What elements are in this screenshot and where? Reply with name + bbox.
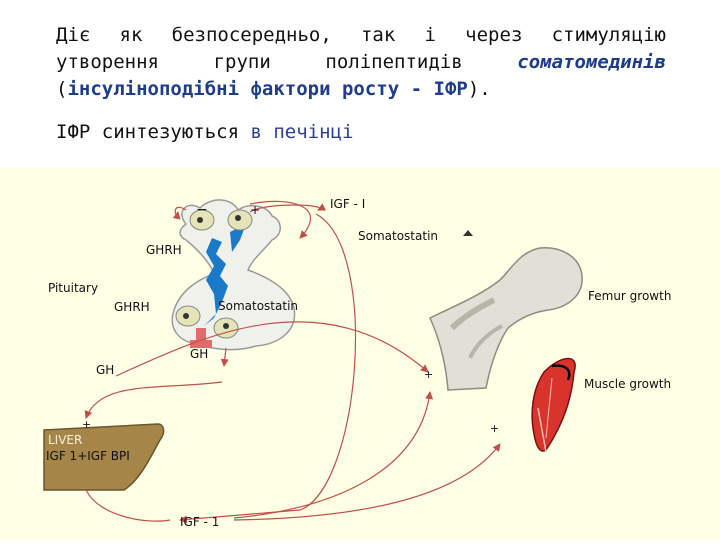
label-igf1-bottom: IGF - 1 bbox=[180, 515, 219, 529]
arrow-gh-to-femur bbox=[115, 321, 429, 377]
sign-plus-femur: + bbox=[424, 368, 433, 381]
sign-minus-top: − bbox=[196, 202, 208, 218]
paragraph-1-line-3: (інсуліноподібні фактори росту - ІФР). bbox=[56, 76, 666, 103]
gh-igf-diagram: IGF - I Somatostatin GHRH Pituitary GHRH… bbox=[0, 168, 720, 540]
arrow-somatostatin-feedback bbox=[249, 200, 312, 239]
label-muscle-growth: Muscle growth bbox=[584, 377, 671, 391]
text-span: ІФР синтезуються bbox=[56, 121, 251, 143]
text-span: ( bbox=[56, 78, 68, 100]
pathway-arrows bbox=[84, 200, 501, 524]
hypothalamus-pituitary-illustration bbox=[171, 199, 296, 351]
label-ghrh-mid: GHRH bbox=[114, 300, 150, 314]
label-liver-igf: IGF 1+IGF BPI bbox=[46, 449, 130, 463]
femur-illustration bbox=[429, 247, 583, 391]
label-ghrh-top: GHRH bbox=[146, 243, 182, 257]
sign-plus-liver: + bbox=[82, 418, 91, 431]
label-gh-pituitary: GH bbox=[190, 347, 208, 361]
sign-plus-top: + bbox=[250, 203, 260, 217]
label-igf1-top: IGF - I bbox=[330, 197, 365, 211]
text-block: Діє як безпосередньо, так і через стимул… bbox=[56, 22, 666, 146]
arrow-igf1-loop bbox=[179, 213, 356, 524]
arrow-igf1-to-femur bbox=[233, 391, 434, 519]
label-somatostatin-top: Somatostatin bbox=[358, 229, 438, 243]
arrow-ghrh-feedback bbox=[172, 206, 187, 220]
liver-illustration bbox=[43, 423, 165, 491]
paragraph-1-line-1: Діє як безпосередньо, так і через стимул… bbox=[56, 24, 666, 46]
paragraph-2: ІФР синтезуються в печінці bbox=[56, 119, 666, 146]
liver-term: в печінці bbox=[250, 121, 354, 143]
muscle-illustration bbox=[531, 357, 576, 453]
label-somatostatin-mid: Somatostatin bbox=[218, 299, 298, 313]
up-arrow-icon bbox=[463, 230, 473, 236]
text-span: ). bbox=[467, 78, 491, 100]
text-span: утворення групи поліпептидів bbox=[56, 51, 518, 73]
label-gh-left: GH bbox=[96, 363, 114, 377]
label-liver: LIVER bbox=[48, 433, 82, 447]
arrow-igf1-to-muscle bbox=[233, 443, 501, 521]
label-pituitary: Pituitary bbox=[48, 281, 98, 295]
arrow-gh-release bbox=[220, 347, 229, 367]
somatomedins-term: соматомединів bbox=[517, 51, 666, 73]
arrow-liver-out bbox=[85, 489, 171, 522]
sign-plus-muscle: + bbox=[490, 422, 499, 435]
igf-term: інсуліноподібні фактори росту - ІФР bbox=[67, 78, 468, 100]
arrow-igf1-feedback-top bbox=[249, 203, 327, 213]
arrow-gh-to-liver bbox=[84, 381, 223, 419]
paragraph-1-line-2: утворення групи поліпептидів соматомедин… bbox=[56, 49, 666, 76]
label-femur-growth: Femur growth bbox=[588, 289, 671, 303]
